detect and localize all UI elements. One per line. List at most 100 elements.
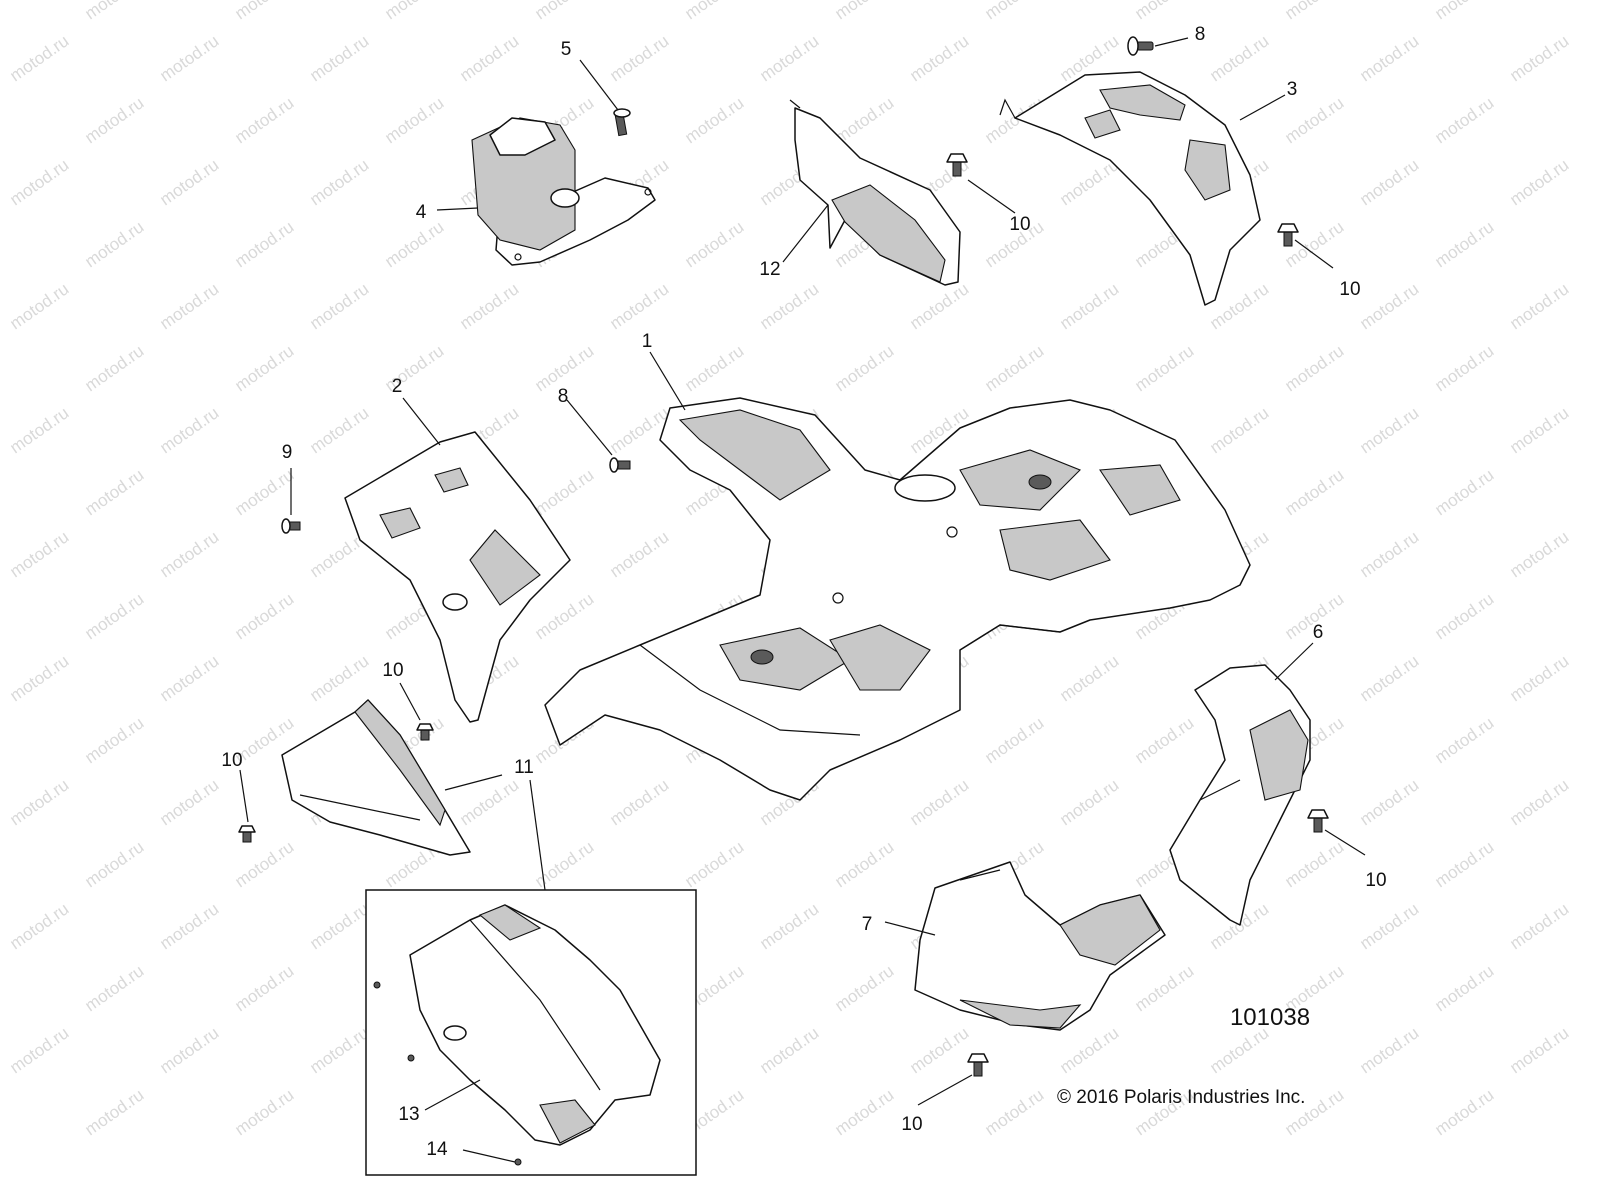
watermark-text: motod.ru — [1356, 155, 1422, 209]
watermark-text: motod.ru — [156, 155, 222, 209]
watermark-text: motod.ru — [1356, 775, 1422, 829]
callout-labels: 5 4 8 3 10 10 12 1 2 8 9 10 10 11 6 10 7… — [221, 24, 1386, 1160]
callout-10-left-lower: 10 — [221, 750, 242, 771]
part-4-cowl-cover[interactable] — [471, 117, 656, 266]
callout-10-left-upper: 10 — [382, 660, 403, 681]
watermark-text: motod.ru — [81, 713, 147, 767]
watermark-text: motod.ru — [1206, 31, 1272, 85]
callout-13: 13 — [398, 1104, 419, 1125]
leader-lines — [239, 37, 1366, 1163]
part-13-inset-panel[interactable] — [409, 904, 661, 1146]
watermark-text: motod.ru — [1506, 775, 1572, 829]
watermark-text: motod.ru — [831, 961, 897, 1015]
watermark-text: motod.ru — [306, 31, 372, 85]
watermark-text: motod.ru — [831, 837, 897, 891]
watermark-text: motod.ru — [156, 651, 222, 705]
watermark-text: motod.ru — [6, 527, 72, 581]
part-5-screw — [613, 108, 631, 137]
callout-8-top: 8 — [1195, 24, 1206, 45]
watermark-text: motod.ru — [1356, 403, 1422, 457]
watermark-text: motod.ru — [1056, 651, 1122, 705]
part-6-right-lower-panel[interactable] — [1169, 664, 1311, 926]
watermark-text: motod.ru — [1431, 341, 1497, 395]
callout-3: 3 — [1287, 79, 1298, 100]
watermark-text: motod.ru — [1431, 465, 1497, 519]
watermark-text: motod.ru — [831, 0, 897, 23]
watermark-text: motod.ru — [681, 341, 747, 395]
watermark-text: motod.ru — [306, 1023, 372, 1077]
part-3-right-panel[interactable] — [999, 71, 1261, 306]
watermark-text: motod.ru — [231, 217, 297, 271]
watermark-text: motod.ru — [1356, 31, 1422, 85]
watermark-text: motod.ru — [81, 93, 147, 147]
watermark-text: motod.ru — [6, 155, 72, 209]
part-8-screw-top — [1127, 36, 1154, 56]
watermark-text: motod.ru — [156, 527, 222, 581]
watermark-text: motod.ru — [1281, 341, 1347, 395]
watermark-text: motod.ru — [306, 899, 372, 953]
watermark-text: motod.ru — [156, 775, 222, 829]
watermark-text: motod.ru — [1281, 837, 1347, 891]
watermark-text: motod.ru — [1431, 961, 1497, 1015]
watermark-text: motod.ru — [681, 93, 747, 147]
watermark-text: motod.ru — [1206, 1023, 1272, 1077]
watermark-text: motod.ru — [1506, 403, 1572, 457]
watermark-text: motod.ru — [231, 341, 297, 395]
watermark-text: motod.ru — [756, 279, 822, 333]
watermark-text: motod.ru — [981, 0, 1047, 23]
watermark-text: motod.ru — [1431, 93, 1497, 147]
watermark-text: motod.ru — [1131, 713, 1197, 767]
watermark-text: motod.ru — [6, 899, 72, 953]
watermark-text: motod.ru — [1431, 589, 1497, 643]
watermark-text: motod.ru — [531, 589, 597, 643]
watermark-text: motod.ru — [1356, 279, 1422, 333]
watermark-text: motod.ru — [606, 775, 672, 829]
callout-8-middle: 8 — [558, 386, 569, 407]
watermark-text: motod.ru — [531, 465, 597, 519]
watermark-text: motod.ru — [6, 651, 72, 705]
inset-box — [365, 889, 697, 1176]
watermark-text: motod.ru — [1506, 155, 1572, 209]
part-10-clips — [238, 153, 1329, 1077]
watermark-text: motod.ru — [456, 31, 522, 85]
watermark-text: motod.ru — [456, 775, 522, 829]
callout-4: 4 — [416, 202, 427, 223]
watermark-text: motod.ru — [81, 589, 147, 643]
watermark-text: motod.ru — [981, 713, 1047, 767]
callout-10-lower-right: 10 — [1365, 870, 1386, 891]
watermark-text: motod.ru — [231, 589, 297, 643]
part-1-main-fender[interactable] — [544, 397, 1251, 801]
part-11-left-cover[interactable] — [281, 699, 471, 856]
watermark-text: motod.ru — [1506, 899, 1572, 953]
callout-12: 12 — [759, 259, 780, 280]
watermark-text: motod.ru — [6, 403, 72, 457]
watermark-text: motod.ru — [981, 1085, 1047, 1139]
watermark-text: motod.ru — [381, 217, 447, 271]
watermark-text: motod.ru — [456, 279, 522, 333]
watermark-text: motod.ru — [831, 341, 897, 395]
part-2-left-panel[interactable] — [344, 431, 571, 723]
watermark-text: motod.ru — [306, 403, 372, 457]
watermark-text: motod.ru — [1431, 837, 1497, 891]
watermark-text: motod.ru — [81, 1085, 147, 1139]
callout-7: 7 — [862, 914, 873, 935]
watermark-text: motod.ru — [306, 279, 372, 333]
watermark-text: motod.ru — [1431, 1085, 1497, 1139]
watermark-text: motod.ru — [6, 1023, 72, 1077]
watermark-text: motod.ru — [1356, 527, 1422, 581]
part-12-inner-panel[interactable] — [789, 99, 961, 286]
watermark-text: motod.ru — [231, 837, 297, 891]
watermark-text: motod.ru — [381, 0, 447, 23]
watermark-text: motod.ru — [306, 651, 372, 705]
part-8-screw-middle — [609, 457, 631, 473]
watermark-text: motod.ru — [156, 403, 222, 457]
part-14-screw — [514, 1158, 522, 1166]
watermark-text: motod.ru — [1056, 775, 1122, 829]
watermark-text: motod.ru — [6, 775, 72, 829]
watermark-text: motod.ru — [231, 93, 297, 147]
watermark-text: motod.ru — [1356, 1023, 1422, 1077]
callout-9: 9 — [282, 442, 293, 463]
part-7-front-lower-panel[interactable] — [914, 861, 1166, 1031]
callout-5: 5 — [561, 39, 572, 60]
